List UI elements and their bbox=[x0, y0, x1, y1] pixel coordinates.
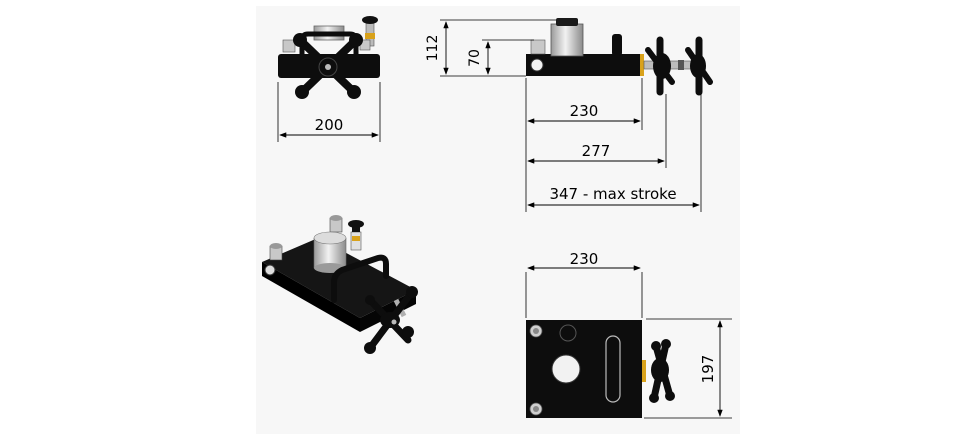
top-handwheel-hub bbox=[651, 358, 669, 382]
valve-knob bbox=[362, 16, 378, 24]
handwheel-side-1 bbox=[653, 53, 671, 79]
side-view: 112 70 230 277 347 - max stroke bbox=[425, 18, 713, 212]
side-reservoir bbox=[550, 23, 584, 57]
dimension-label-230-side: 230 bbox=[570, 102, 599, 120]
handle-slot bbox=[605, 335, 621, 403]
isometric-view bbox=[262, 215, 418, 354]
dimension-label-112: 112 bbox=[425, 35, 441, 62]
front-view: 200 bbox=[277, 16, 381, 142]
reservoir-opening bbox=[551, 354, 581, 384]
dimension-label-347: 347 - max stroke bbox=[549, 185, 676, 203]
iso-top-face bbox=[262, 238, 416, 318]
side-body bbox=[526, 54, 644, 76]
iso-handwheel-hub bbox=[380, 312, 400, 328]
fitting-icon bbox=[282, 39, 296, 53]
handwheel-side-2 bbox=[690, 54, 706, 78]
dimension-label-230-top: 230 bbox=[570, 250, 599, 268]
dimension-label-277: 277 bbox=[582, 142, 611, 160]
dimension-label-70: 70 bbox=[467, 49, 483, 67]
top-view: 230 197 bbox=[525, 250, 732, 419]
dimension-label-197: 197 bbox=[699, 355, 717, 384]
top-plate bbox=[526, 320, 642, 418]
iso-handle bbox=[331, 254, 389, 303]
dimension-label-200: 200 bbox=[315, 116, 344, 134]
